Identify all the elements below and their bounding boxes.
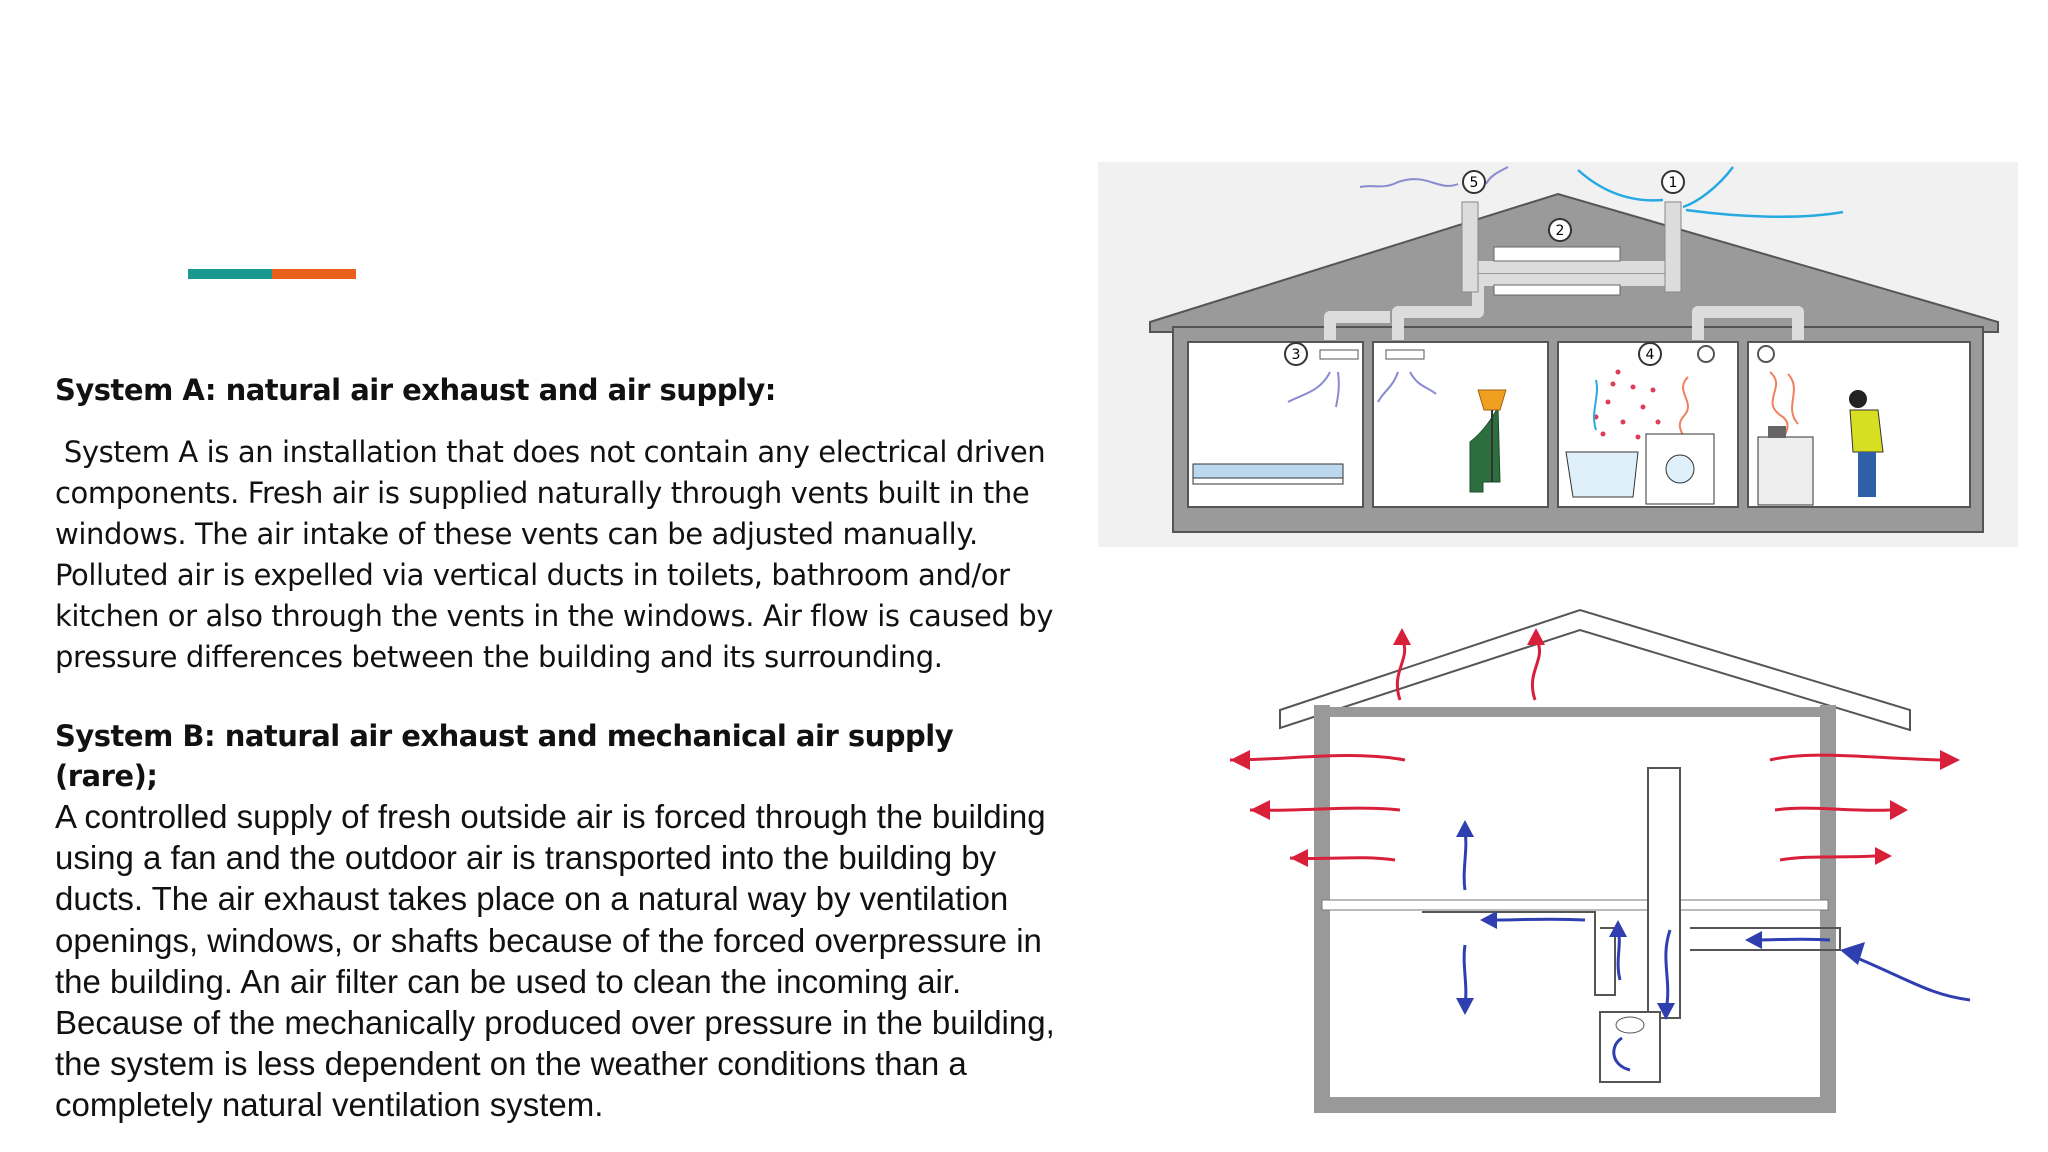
supply-duct-right — [1690, 927, 1841, 951]
bed — [1192, 463, 1344, 479]
marker-1-label: 1 — [1669, 175, 1678, 191]
system-a-diagram: 5 1 2 3 4 — [1098, 162, 2018, 547]
marker-3: 3 — [1284, 342, 1308, 366]
supply-duct — [1422, 911, 1616, 996]
marker-5-label: 5 — [1470, 175, 1479, 191]
shaft-exhaust — [1461, 201, 1479, 293]
supply-arrow-4 — [1409, 371, 1437, 395]
text-column: System A: natural air exhaust and air su… — [55, 370, 1055, 1126]
exhaust-arrowheads — [1230, 628, 1960, 867]
exhaust-shaft — [1647, 767, 1681, 1019]
supply-arrow-left — [1287, 371, 1331, 403]
supply-arrow-right — [1335, 371, 1340, 408]
exhaust-swirl — [1359, 178, 1459, 188]
supply-arrow-3 — [1377, 371, 1399, 403]
bed-frame — [1192, 477, 1344, 485]
vent-3 — [1697, 345, 1715, 363]
cook-head — [1849, 390, 1867, 408]
exhaust-swirl-2 — [1485, 166, 1509, 185]
vent-4 — [1757, 345, 1775, 363]
system-a-paragraph: System A is an installation that does no… — [55, 435, 1062, 674]
shower-water — [1593, 379, 1598, 431]
unit-box — [1493, 246, 1621, 262]
system-b-diagram — [1190, 600, 1990, 1115]
room-living — [1372, 341, 1549, 508]
marker-3-label: 3 — [1292, 347, 1301, 363]
marker-2-label: 2 — [1556, 223, 1565, 239]
accent-bar-orange — [272, 269, 356, 279]
intake-arrow-1 — [1577, 169, 1664, 202]
polluted-air-dots — [1593, 369, 1661, 440]
cook-pot — [1768, 426, 1786, 438]
marker-5: 5 — [1462, 170, 1486, 194]
marker-1: 1 — [1661, 170, 1685, 194]
system-a-diagram-svg: 5 1 2 3 4 — [1149, 166, 1999, 533]
marker-4: 4 — [1638, 342, 1662, 366]
accent-bar — [188, 269, 356, 279]
vent-2 — [1385, 349, 1425, 360]
intake-arrow-3 — [1685, 208, 1844, 218]
cook-body — [1849, 409, 1884, 453]
bathtub — [1565, 451, 1639, 498]
unit-box-lower — [1493, 284, 1621, 296]
washing-machine-door — [1665, 454, 1695, 484]
marker-2: 2 — [1548, 218, 1572, 242]
steam-swirl-kitchen-2 — [1787, 373, 1799, 425]
lamp-shade — [1477, 389, 1507, 411]
intake-arrow-2 — [1682, 166, 1734, 209]
vent-1 — [1319, 349, 1359, 360]
stove — [1757, 436, 1814, 506]
floor-slab — [1321, 899, 1829, 911]
shaft-supply — [1664, 201, 1682, 293]
marker-4-label: 4 — [1646, 347, 1655, 363]
system-b-heading: System B: natural air exhaust and mechan… — [55, 719, 954, 793]
cook-legs — [1858, 452, 1876, 497]
system-a-heading: System A: natural air exhaust and air su… — [55, 373, 776, 407]
roof-outline — [1279, 608, 1911, 732]
fan-icon — [1615, 1016, 1645, 1034]
system-b-paragraph: A controlled supply of fresh outside air… — [55, 798, 1055, 1124]
system-b-diagram-svg — [1229, 608, 1971, 1113]
supply-arrowheads — [1456, 820, 1865, 1020]
accent-bar-teal — [188, 269, 272, 279]
